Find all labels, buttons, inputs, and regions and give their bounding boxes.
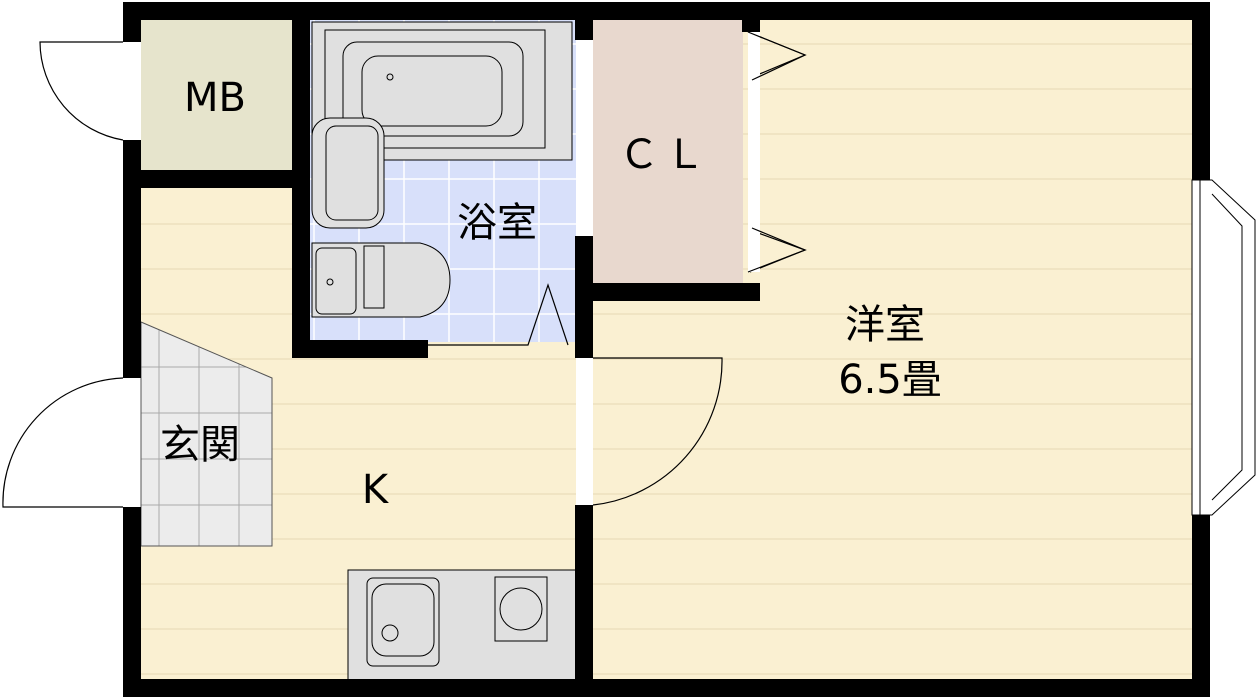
- entrance-door: [2, 377, 124, 508]
- closet-label: ＣＬ: [619, 132, 711, 178]
- closet-floor: [593, 20, 743, 285]
- entrance-floor: [140, 321, 273, 547]
- room-door: [592, 357, 723, 506]
- washbasin: [311, 117, 385, 229]
- toilet: [311, 242, 451, 318]
- western-room-size: 6.5畳: [838, 357, 942, 403]
- walls: [123, 2, 1210, 697]
- mb-floor: [141, 20, 293, 172]
- bathroom-folding-door: [428, 283, 569, 346]
- bathroom-label: 浴室: [457, 200, 537, 246]
- kitchen-label: K: [361, 467, 389, 513]
- mb-door: [39, 41, 124, 141]
- western-room-label: 洋室: [845, 302, 925, 348]
- entrance-label: 玄関: [160, 422, 240, 468]
- mb-label: MB: [184, 75, 246, 121]
- doors: [2, 31, 807, 508]
- kitchen-counter: [347, 569, 577, 681]
- bay-window: [1191, 179, 1256, 516]
